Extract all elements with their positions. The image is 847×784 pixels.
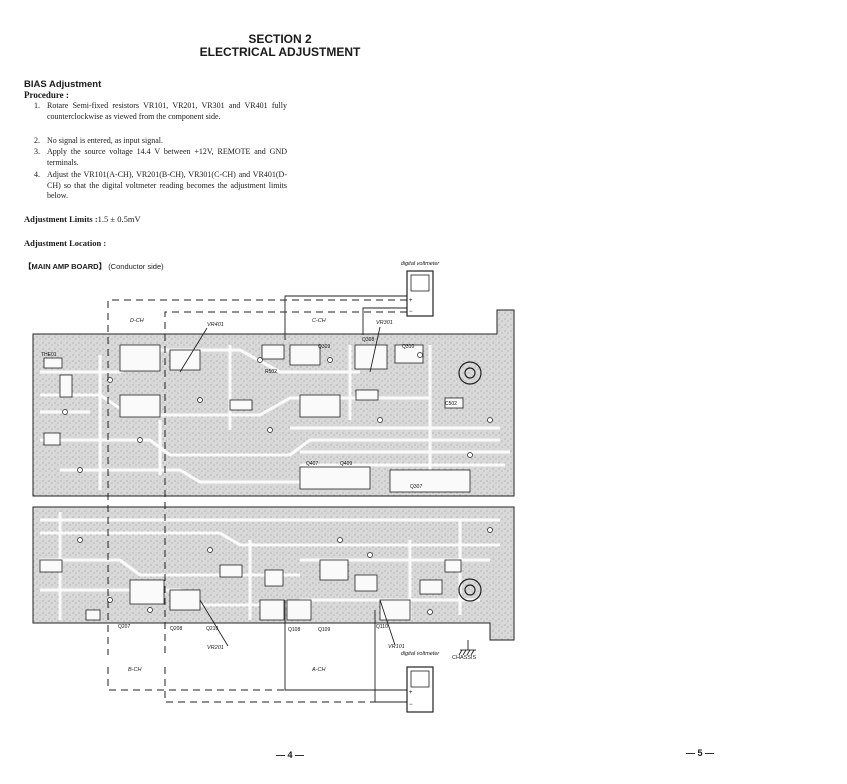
step-text: Adjust the VR101(A-CH), VR201(B-CH), VR3…	[47, 170, 287, 200]
page-number-left: — 4 —	[276, 750, 305, 760]
meter-plus: +	[409, 690, 413, 696]
channel-label-b: B-CH	[128, 667, 142, 673]
chassis-ground-icon	[458, 640, 476, 656]
part-label: Q310	[402, 344, 414, 350]
step-number: 1.	[34, 101, 40, 110]
step-number: 4.	[34, 170, 40, 179]
bias-heading: BIAS Adjustment	[24, 79, 102, 90]
part-label: THE01	[41, 352, 57, 358]
board-label: 【MAIN AMP BOARD】	[24, 262, 107, 271]
vr301-label: VR301	[376, 320, 393, 326]
procedure-step: 3. Apply the source voltage 14.4 V betwe…	[34, 147, 287, 168]
part-label: Q108	[288, 627, 300, 633]
procedure-heading: Procedure :	[24, 90, 69, 100]
step-text: Rotare Semi-fixed resistors VR101, VR201…	[47, 101, 287, 121]
step-number: 3.	[34, 147, 40, 156]
part-label: Q308	[362, 337, 374, 343]
part-label: Q109	[318, 627, 330, 633]
channel-label-a: A-CH	[312, 667, 326, 673]
part-label: C502	[445, 401, 457, 407]
vr401-label: VR401	[207, 322, 224, 328]
meter-plus: +	[409, 298, 413, 304]
location-heading: Adjustment Location :	[24, 238, 107, 248]
meter-minus: −	[409, 702, 413, 708]
part-label: Q309	[318, 344, 330, 350]
probe-leads	[179, 295, 407, 703]
meter-minus: −	[409, 309, 413, 315]
step-text: Apply the source voltage 14.4 V between …	[47, 147, 287, 167]
voltmeter-label-top: digital voltmeter	[400, 261, 440, 267]
voltmeter-top: + −	[406, 270, 434, 317]
channel-label-d: D-CH	[130, 318, 144, 324]
part-label: R502	[265, 369, 277, 375]
page-number-right: — 5 —	[686, 748, 715, 758]
part-label: Q208	[170, 626, 182, 632]
procedure-step: 4. Adjust the VR101(A-CH), VR201(B-CH), …	[34, 170, 287, 202]
upper-board: Q309 Q308 Q310 Q407 Q409 THE01 R502 C502…	[32, 309, 515, 497]
procedure-step: 2. No signal is entered, as input signal…	[34, 136, 287, 147]
procedure-step: 1. Rotare Semi-fixed resistors VR101, VR…	[34, 101, 287, 122]
lower-board: Q207 Q208 Q210 Q108 Q109 Q110	[32, 506, 515, 641]
vr201-label: VR201	[207, 645, 224, 651]
part-label: Q307	[410, 484, 422, 490]
step-number: 2.	[34, 136, 40, 145]
limits-value: 1.5 ± 0.5mV	[97, 214, 141, 224]
adjustment-limits: Adjustment Limits :1.5 ± 0.5mV	[24, 214, 141, 224]
step-text: No signal is entered, as input signal.	[47, 136, 163, 145]
board-side: (Conductor side)	[108, 262, 164, 271]
channel-label-c: C-CH	[312, 318, 326, 324]
voltmeter-bottom: + −	[406, 666, 434, 713]
section-number: SECTION 2	[248, 32, 312, 46]
part-label: Q210	[206, 626, 218, 632]
limits-label: Adjustment Limits :	[24, 214, 98, 224]
board-caption: 【MAIN AMP BOARD】 (Conductor side)	[24, 261, 164, 272]
voltmeter-label-bottom: digital voltmeter	[400, 651, 440, 657]
section-title: ELECTRICAL ADJUSTMENT	[199, 45, 361, 59]
part-label: Q207	[118, 624, 130, 630]
chassis-label: CHASSIS	[452, 655, 477, 661]
part-label: Q409	[340, 461, 352, 467]
part-label: Q110	[376, 624, 388, 630]
part-label: Q407	[306, 461, 318, 467]
vr101-label: VR101	[388, 644, 405, 650]
